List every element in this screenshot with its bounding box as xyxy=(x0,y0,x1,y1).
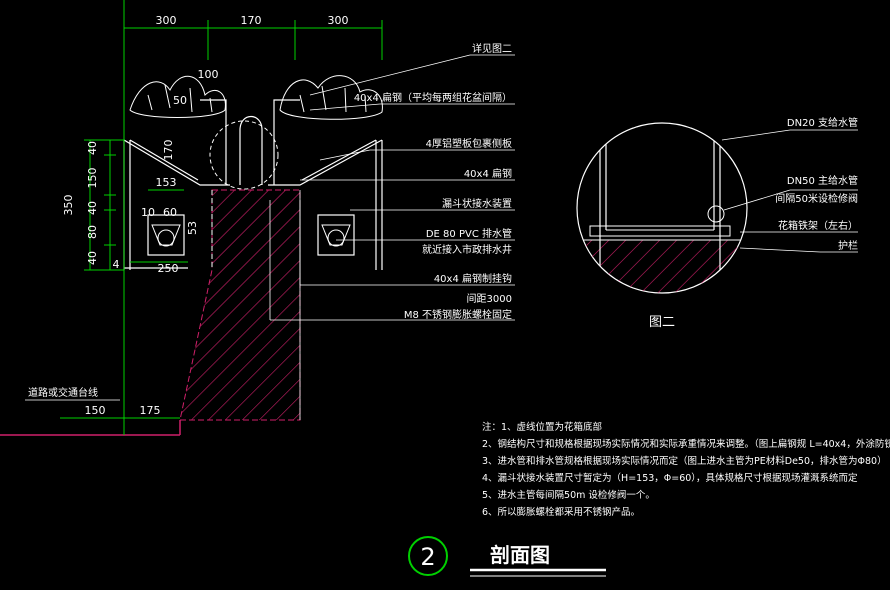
note-line: 注：1、虚线位置为花箱底部 xyxy=(482,421,602,433)
dim-bottom-175: 175 xyxy=(140,404,161,417)
label-dn50: DN50 主给水管 xyxy=(787,174,858,187)
detail-fig2 xyxy=(576,122,748,294)
vegetation-right xyxy=(279,75,383,120)
dim-left-40-b: 40 xyxy=(86,201,99,215)
dim-53: 53 xyxy=(186,221,199,235)
dim-50: 50 xyxy=(173,94,187,107)
label-flat-steel-top: 40x4 扁钢（平均每两组花盆间隔） xyxy=(354,91,512,104)
dim-left-150: 150 xyxy=(86,168,99,189)
water-pipes xyxy=(200,99,300,185)
dim-bottom-150: 150 xyxy=(85,404,106,417)
dim-4: 4 xyxy=(113,258,120,271)
label-rail: 护栏 xyxy=(838,239,858,252)
note-line: 3、进水管和排水管规格根据现场实际情况而定（图上进水主管为PE材料De50，排水… xyxy=(482,455,887,467)
detail-leader-lines xyxy=(721,129,858,253)
dimension-lines xyxy=(60,0,383,435)
notes-block: 注：1、虚线位置为花箱底部 2、钢结构尺寸和规格根据现场实际情况和实际承重情况来… xyxy=(482,421,890,518)
note-line: 5、进水主管每间隔50m 设检修阀一个。 xyxy=(482,489,655,501)
dim-153: 153 xyxy=(156,176,177,189)
label-bolt: M8 不锈钢膨胀螺栓固定 xyxy=(404,308,512,321)
leader-lines xyxy=(25,54,515,401)
dim-170: 170 xyxy=(162,140,175,161)
drawing-title: 剖面图 xyxy=(490,543,550,567)
detail-caption: 图二 xyxy=(649,315,675,330)
dim-250: 250 xyxy=(158,262,179,275)
label-pvc: DE 80 PVC 排水管 xyxy=(426,227,512,240)
dim-10: 10 xyxy=(141,206,155,219)
label-bracket: 花箱铁架（左右） xyxy=(778,219,858,232)
planter-right xyxy=(268,139,383,270)
note-line: 2、钢结构尺寸和规格根据现场实际情况和实际承重情况来调整。（图上扁钢规 L=40… xyxy=(482,438,890,450)
dim-top-300-right: 300 xyxy=(328,14,349,27)
drain-funnel-right xyxy=(321,224,351,247)
dim-top-170: 170 xyxy=(241,14,262,27)
dim-left-40-a: 40 xyxy=(86,141,99,155)
ground-line xyxy=(0,420,181,436)
note-line: 4、漏斗状接水装置尺寸暂定为（H=153，Φ=60），具体规格尺寸根据现场灌溉系… xyxy=(482,472,858,484)
label-flat-steel: 40x4 扁钢 xyxy=(464,167,512,180)
label-board: 4厚铝塑板包裹侧板 xyxy=(426,137,512,150)
section-number-circle xyxy=(408,536,448,576)
label-funnel: 漏斗状接水装置 xyxy=(442,197,512,210)
section-number: 2 xyxy=(420,543,435,571)
drain-funnel-left xyxy=(151,224,181,247)
dim-100: 100 xyxy=(198,68,219,81)
label-see-fig2: 详见图二 xyxy=(472,42,512,55)
dim-left-350: 350 xyxy=(62,195,75,216)
label-hook: 40x4 扁钢制挂钩 xyxy=(434,272,512,285)
vegetation-left xyxy=(129,75,226,118)
label-spacing: 间距3000 xyxy=(467,292,512,305)
dim-left-40-c: 40 xyxy=(86,251,99,265)
pipe-dn50-icon xyxy=(707,205,725,223)
note-line: 6、所以膨胀螺栓都采用不锈钢产品。 xyxy=(482,506,640,518)
title-block: 2 剖面图 xyxy=(408,536,606,577)
label-pvc-note: 就近接入市政排水井 xyxy=(422,243,512,256)
label-road-edge: 道路或交通台线 xyxy=(28,386,98,399)
dim-left-80: 80 xyxy=(86,225,99,239)
dim-top-300-left: 300 xyxy=(156,14,177,27)
detail-callout-circle xyxy=(209,120,279,190)
label-dn50-note: 间隔50米设检修阀 xyxy=(775,192,858,205)
dim-60: 60 xyxy=(163,206,177,219)
label-dn20: DN20 支给水管 xyxy=(787,116,858,129)
